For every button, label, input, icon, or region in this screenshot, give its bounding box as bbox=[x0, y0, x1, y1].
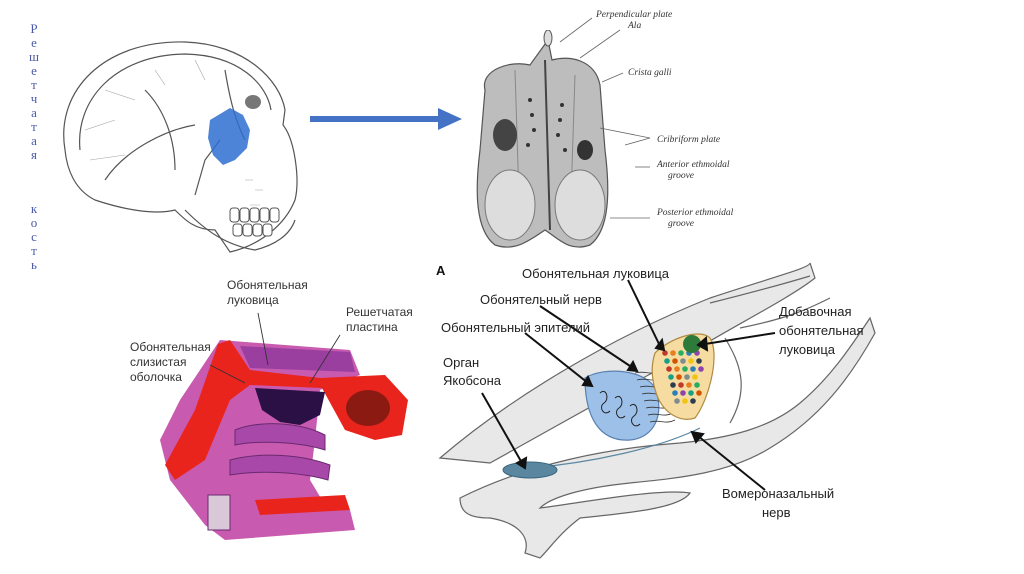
title-letter: т bbox=[31, 77, 37, 92]
title-letter: а bbox=[31, 133, 37, 148]
label-posterior-groove: groove bbox=[668, 219, 695, 229]
glomerulus-dot bbox=[696, 358, 702, 364]
label-jacobson-2: Якобсона bbox=[443, 373, 502, 388]
label-crista-galli: Crista galli bbox=[628, 68, 672, 78]
glomerulus-dot bbox=[682, 398, 688, 404]
mucosa-red bbox=[165, 340, 408, 480]
label-cribriform-1: Решетчатая bbox=[346, 305, 413, 319]
glomerulus-dot bbox=[688, 358, 694, 364]
nasal-section-illustration bbox=[160, 340, 408, 540]
teeth bbox=[229, 207, 280, 237]
glomerulus-dot bbox=[670, 350, 676, 356]
accessory-olfactory-bulb bbox=[683, 335, 701, 353]
glomerulus-dot bbox=[680, 358, 686, 364]
label-accessory-1: Добавочная bbox=[779, 304, 852, 319]
title-letter: т bbox=[31, 119, 37, 134]
label-posterior-ethmoidal: Posterior ethmoidal bbox=[657, 208, 734, 218]
label-jacobson-1: Орган bbox=[443, 355, 480, 370]
label-mucosa-3: оболочка bbox=[130, 370, 182, 384]
glomerulus-dot bbox=[686, 382, 692, 388]
title-letter: ш bbox=[28, 49, 39, 64]
glomerulus-dot bbox=[688, 390, 694, 396]
title-letter: о bbox=[30, 215, 38, 230]
glomerulus-dot bbox=[690, 366, 696, 372]
glomerulus-dot bbox=[664, 358, 670, 364]
title-letter: Р bbox=[30, 21, 38, 36]
glomerulus-dot bbox=[672, 358, 678, 364]
label-mucosa-1: Обонятельная bbox=[130, 340, 211, 354]
ethmoid-bone-illustration bbox=[476, 30, 609, 248]
cranium-outline bbox=[63, 41, 298, 253]
skull-illustration bbox=[63, 41, 298, 253]
jacobson-organ bbox=[502, 461, 558, 479]
glomerulus-dot bbox=[678, 382, 684, 388]
glomerulus-dot bbox=[670, 382, 676, 388]
label-olfactory-bulb-2: луковица bbox=[227, 293, 279, 307]
title-letter: ь bbox=[31, 257, 37, 272]
title-letter: ч bbox=[30, 91, 38, 106]
title-letter: к bbox=[30, 201, 38, 216]
label-olfactory-nerve: Обонятельный нерв bbox=[480, 292, 602, 307]
glomerulus-dot bbox=[680, 390, 686, 396]
glomerulus-dot bbox=[684, 374, 690, 380]
title-letter: я bbox=[31, 147, 37, 162]
glomerulus-dot bbox=[682, 366, 688, 372]
label-perpendicular-plate: Perpendicular plate bbox=[596, 10, 673, 20]
arrow-icon bbox=[310, 108, 462, 130]
inner-cranium bbox=[79, 53, 272, 151]
label-mucosa-2: слизистая bbox=[130, 355, 187, 369]
glomerulus-dot bbox=[674, 366, 680, 372]
label-accessory-3: луковица bbox=[779, 342, 835, 357]
glomerulus-dot bbox=[690, 398, 696, 404]
title-letter: е bbox=[31, 35, 37, 50]
label-olfactory-bulb: Обонятельная луковица bbox=[522, 266, 670, 281]
ethmoid-highlight bbox=[208, 108, 250, 165]
title-letter: с bbox=[31, 229, 37, 244]
label-olfactory-bulb-1: Обонятельная bbox=[227, 278, 308, 292]
title-letter: е bbox=[31, 63, 37, 78]
glomerulus-dot bbox=[672, 390, 678, 396]
label-olfactory-epithelium: Обонятельный эпителий bbox=[441, 320, 591, 335]
olfactory-bulb-dark bbox=[255, 388, 325, 425]
glomerulus-dot bbox=[692, 374, 698, 380]
bone-leader-lines bbox=[559, 17, 651, 219]
title-letter: а bbox=[31, 105, 37, 120]
label-ala: Ala bbox=[628, 21, 642, 31]
panel-letter: A bbox=[436, 263, 446, 278]
olfactory-epithelium bbox=[584, 370, 660, 441]
title-letter: т bbox=[31, 243, 37, 258]
glomerulus-dot bbox=[662, 350, 668, 356]
lower-lumen bbox=[459, 316, 876, 559]
label-anterior-ethmoidal: Anterior ethmoidal bbox=[657, 160, 730, 170]
label-anterior-groove: groove bbox=[668, 171, 695, 181]
glomerulus-dot bbox=[674, 398, 680, 404]
glomerulus-dot bbox=[676, 374, 682, 380]
glomerulus-dot bbox=[668, 374, 674, 380]
glomerulus-dot bbox=[696, 390, 702, 396]
glomerulus-dot bbox=[666, 366, 672, 372]
label-vomeronasal-1: Вомероназальный bbox=[722, 486, 835, 501]
glomerulus-dot bbox=[694, 382, 700, 388]
glomerulus-dot bbox=[698, 366, 704, 372]
label-cribriform-plate: Cribriform plate bbox=[657, 135, 721, 145]
label-cribriform-2: пластина bbox=[346, 320, 398, 334]
olfactory-bulb bbox=[651, 333, 715, 420]
nasal-leader-lines bbox=[209, 312, 341, 384]
label-vomeronasal-2: нерв bbox=[762, 505, 791, 520]
glomerulus-dot bbox=[678, 350, 684, 356]
jaw-outline bbox=[184, 209, 296, 251]
label-accessory-2: обонятельная bbox=[779, 323, 864, 338]
vomeronasal-diagram bbox=[438, 262, 876, 559]
